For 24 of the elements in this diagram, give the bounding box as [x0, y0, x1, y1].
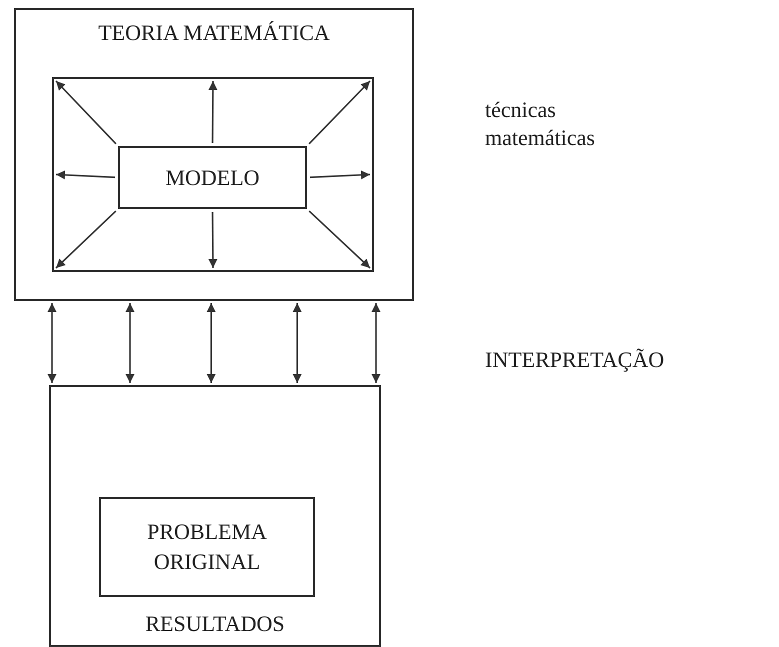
- annotation-text: técnicas matemáticas: [485, 96, 596, 152]
- arrow: [208, 212, 218, 268]
- box-label: TEORIA MATEMÁTICA: [97, 19, 331, 47]
- arrow: [292, 303, 302, 383]
- arrow: [55, 80, 116, 144]
- arrow: [56, 170, 116, 180]
- arrow: [126, 303, 134, 383]
- arrow: [208, 81, 218, 143]
- arrow: [206, 303, 216, 383]
- outer-box: [49, 385, 381, 647]
- process-box: [118, 146, 307, 209]
- arrow: [310, 170, 370, 180]
- arrow: [55, 210, 116, 269]
- arrow: [372, 303, 380, 383]
- process-box: [99, 497, 315, 597]
- arrow: [308, 210, 371, 269]
- arrow: [308, 80, 371, 144]
- box-label: MODELO: [164, 164, 261, 192]
- outer-box: [14, 8, 414, 301]
- annotation-text: INTERPRETAÇÃO: [485, 346, 666, 374]
- box-label: PROBLEMA ORIGINAL: [146, 518, 268, 576]
- box-label: RESULTADOS: [144, 610, 286, 638]
- inner-frame: [52, 77, 374, 272]
- arrow: [48, 303, 56, 383]
